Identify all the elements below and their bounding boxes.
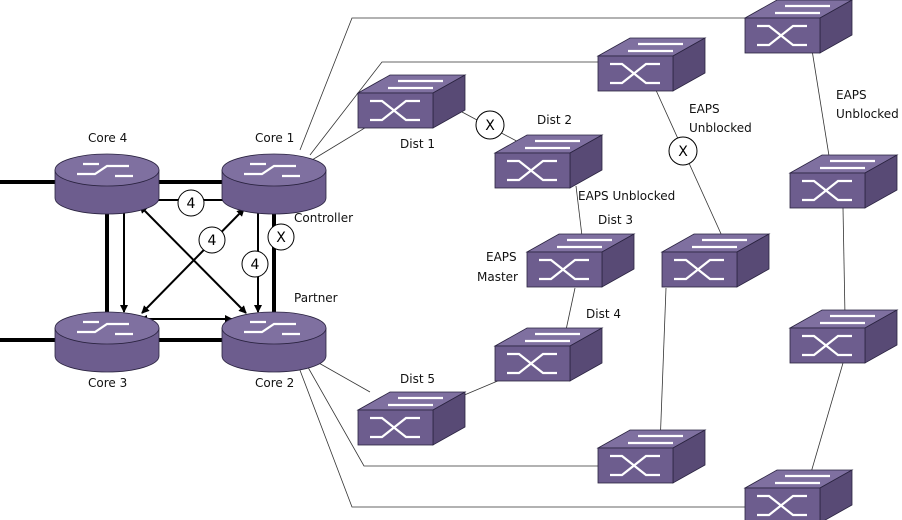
traffic-arrows (120, 196, 262, 323)
label-core3: Core 3 (88, 376, 127, 390)
marker-text: 4 (187, 196, 196, 212)
marker-text: 4 (208, 233, 217, 249)
label-ring3-eaps: EAPS (836, 88, 867, 102)
switch-dist5[interactable] (356, 390, 467, 447)
router-core4[interactable] (53, 152, 161, 216)
blocked-marker-ring2: X (668, 136, 698, 166)
label-dist1: Dist 1 (400, 137, 435, 151)
label-dist5: Dist 5 (400, 372, 435, 386)
marker-text: 4 (251, 257, 260, 273)
switch-dist3[interactable] (525, 232, 636, 289)
marker-text: X (276, 230, 286, 246)
router-core2[interactable] (220, 310, 328, 374)
label-ring3-unblocked: Unblocked (836, 107, 899, 121)
router-core1[interactable] (220, 152, 328, 216)
label-core4: Core 4 (88, 131, 127, 145)
switch-dist4[interactable] (493, 326, 604, 383)
label-eaps-master-2: Master (477, 270, 518, 284)
switch-dist2[interactable] (493, 133, 604, 190)
blocked-marker-core: X (267, 223, 295, 251)
switch-dist1[interactable] (356, 73, 467, 130)
switch-ring3-lower[interactable] (788, 308, 899, 365)
marker-4-top: 4 (177, 189, 205, 217)
router-core3[interactable] (53, 310, 161, 374)
label-ring2-unblocked: Unblocked (689, 121, 752, 135)
label-core2: Core 2 (255, 376, 294, 390)
label-dist3: Dist 3 (598, 213, 633, 227)
label-dist2: Dist 2 (537, 113, 572, 127)
switch-ring2-top[interactable] (596, 36, 707, 93)
switch-ring3-top[interactable] (743, 0, 854, 55)
label-ring2-eaps: EAPS (689, 102, 720, 116)
label-core1: Core 1 (255, 131, 294, 145)
marker-text: X (678, 144, 688, 160)
label-dist4: Dist 4 (586, 307, 621, 321)
marker-text: X (485, 118, 495, 134)
ring-links (297, 17, 846, 508)
core-links (0, 180, 276, 342)
label-partner: Partner (294, 291, 338, 305)
blocked-marker-dist: X (475, 110, 505, 140)
switch-ring3-bottom[interactable] (743, 468, 854, 520)
label-eaps-master-1: EAPS (486, 250, 517, 264)
label-controller: Controller (294, 211, 353, 225)
switch-ring2-mid[interactable] (660, 232, 771, 289)
label-eaps-unblocked: EAPS Unblocked (578, 189, 675, 203)
marker-4-diag: 4 (198, 226, 226, 254)
marker-4-right: 4 (241, 250, 269, 278)
switch-ring3-upper[interactable] (788, 153, 899, 210)
switch-ring2-bottom[interactable] (596, 428, 707, 485)
